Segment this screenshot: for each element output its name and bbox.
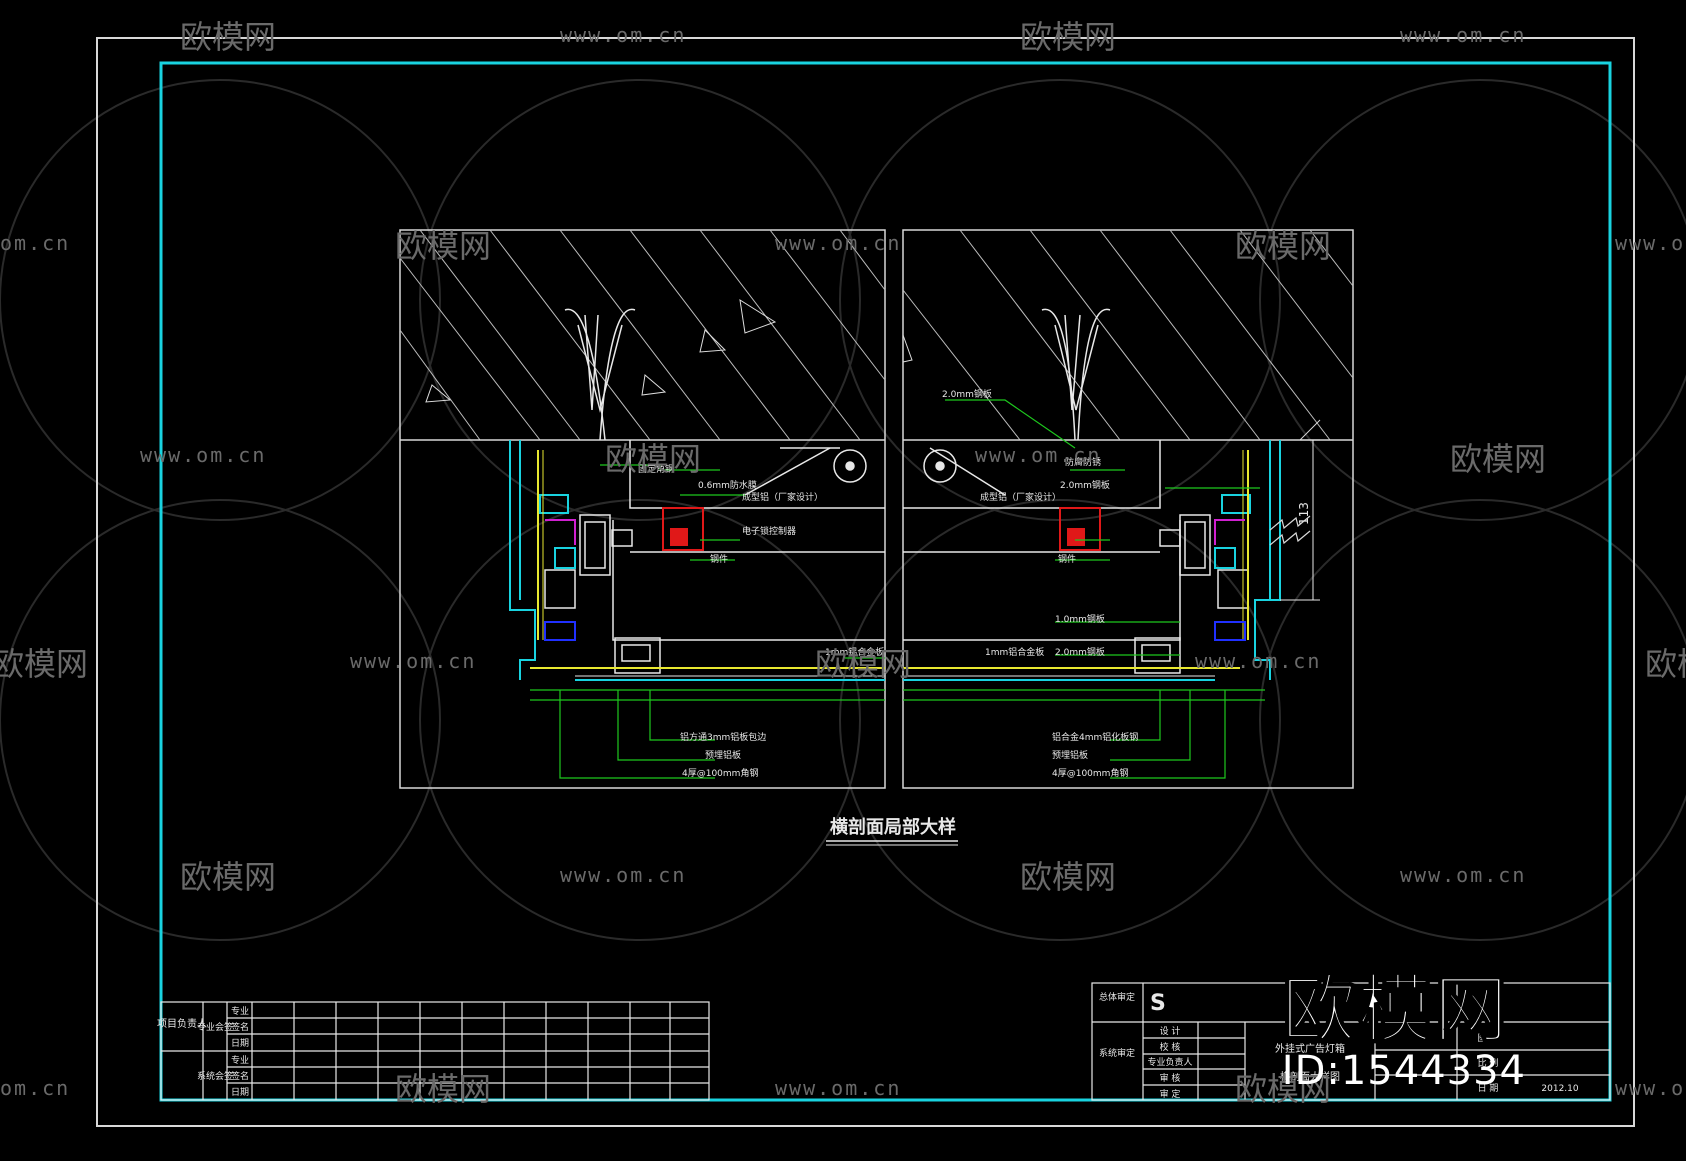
right-label-1: 2.0mm钢板 — [942, 388, 992, 400]
tb-right-review2: 系统审定 — [1099, 1047, 1135, 1059]
right-label-10: 预埋铝板 — [1052, 749, 1088, 761]
left-label-6: 1mm铝合金板 — [825, 646, 884, 658]
watermark-brand: 欧模网 — [815, 645, 911, 683]
watermark-url: www.om.cn — [1400, 863, 1526, 887]
left-label-9: 4厚@100mm角钢 — [682, 767, 758, 779]
watermark-brand: 欧模网 — [1645, 645, 1686, 683]
right-label-8: 2.0mm钢板 — [1055, 646, 1105, 658]
left-label-3: 成型铝（厂家设计） — [742, 491, 823, 503]
tb-right-sheet-title: 横剖面大样图 — [1280, 1070, 1340, 1083]
tb-left-row2-item3: 日期 — [231, 1087, 249, 1098]
watermark-brand: 欧模网 — [1450, 440, 1546, 478]
left-detail: 固定角钢 0.6mm防水膜 成型铝（厂家设计） 电子锁控制器 钢件 1mm铝合金… — [399, 229, 886, 789]
watermark-layer: 欧模网 www.om.cn 欧模网 www.om.cn om.cn 欧模网 ww… — [0, 18, 1686, 1108]
left-label-4: 电子锁控制器 — [742, 525, 796, 537]
left-label-8: 预埋铝板 — [705, 749, 741, 761]
tb-right-role-2: 校 核 — [1160, 1041, 1181, 1053]
tb-left-row1-sub: 专业会签 — [197, 1021, 233, 1033]
tb-right-logo-icon: S — [1150, 991, 1166, 1016]
right-label-3: 2.0mm钢板 — [1060, 479, 1110, 491]
watermark-url: www.om.cn — [350, 649, 476, 673]
big-watermark-id: ID:1544334 — [1281, 1048, 1526, 1094]
right-label-11: 4厚@100mm角钢 — [1052, 767, 1128, 779]
tb-left-row1-item1: 专业 — [231, 1005, 249, 1017]
watermark-brand: 欧模网 — [395, 1070, 491, 1108]
watermark-brand: 欧模网 — [1020, 18, 1116, 56]
left-detail-frame — [399, 229, 886, 789]
right-detail: 113 2.0mm钢板 防腐防锈 2.0mm钢板 成型铝（厂家设计） 钢件 1.… — [902, 229, 1354, 789]
tb-left-project-lead: 项目负责人 — [157, 1017, 207, 1030]
watermark-url: om.cn — [0, 231, 70, 255]
watermark-url: www.om.cn — [775, 231, 901, 255]
watermark-brand: 欧模网 — [1235, 227, 1331, 265]
watermark-url: www.om.cn — [775, 1076, 901, 1100]
title-block-right — [1091, 982, 1611, 1101]
left-label-2: 0.6mm防水膜 — [698, 479, 757, 491]
right-label-4: 成型铝（厂家设计） — [980, 491, 1061, 503]
watermark-brand: 欧模网 — [180, 858, 276, 896]
watermark-brand: 欧模网 — [605, 440, 701, 478]
big-watermark-brand: 欧模网 — [1281, 967, 1510, 1053]
right-label-2: 防腐防锈 — [1065, 456, 1101, 468]
tb-right-role-5: 审 定 — [1160, 1088, 1181, 1100]
tb-right-field-1: 图 号 — [1478, 1033, 1499, 1044]
left-label-5: 钢件 — [710, 553, 728, 565]
right-red-controller — [1059, 507, 1101, 551]
tb-right-project: 外挂式广告灯箱 — [1275, 1042, 1345, 1055]
watermark-brand: 欧模网 — [395, 227, 491, 265]
left-red-controller — [662, 507, 704, 551]
tb-right-date-value: 2012.10 — [1541, 1084, 1578, 1094]
right-label-6: 1.0mm钢板 — [1055, 613, 1105, 625]
watermark-url: www.om.cn — [140, 443, 266, 467]
left-label-7: 铝方通3mm铝板包边 — [680, 731, 766, 743]
dimension-label: 113 — [1297, 502, 1311, 525]
watermark-arcs — [0, 79, 1686, 941]
watermark-url: www.om.cn — [1400, 23, 1526, 47]
tb-right-review1: 总体审定 — [1099, 991, 1135, 1003]
watermark-brand: 欧模网 — [1020, 858, 1116, 896]
right-detail-frame — [902, 229, 1354, 789]
watermark-url: om.cn — [0, 1076, 70, 1100]
watermark-url: www.om.cn — [560, 863, 686, 887]
tb-left-row2-sub: 系统会签 — [197, 1070, 233, 1082]
watermark-brand: 欧模网 — [1235, 1070, 1331, 1108]
watermark-brand: 欧模网 — [0, 645, 88, 683]
watermark-url: www.om.cn — [1615, 1076, 1686, 1100]
tb-left-row1-item2: 签名 — [231, 1021, 249, 1033]
drawing-caption: 横剖面局部大样 — [830, 816, 956, 838]
tb-right-role-3: 专业负责人 — [1147, 1056, 1192, 1068]
tb-left-row2-item2: 签名 — [231, 1070, 249, 1082]
right-label-5: 钢件 — [1058, 553, 1076, 565]
watermark-url: www.om.cn — [1615, 231, 1686, 255]
right-label-7: 1mm铝合金板 — [985, 646, 1044, 658]
title-block-left — [160, 1001, 710, 1101]
outer-border — [96, 37, 1635, 1127]
watermark-brand: 欧模网 — [180, 18, 276, 56]
tb-right-role-4: 审 核 — [1160, 1072, 1181, 1084]
tb-right-role-1: 设 计 — [1160, 1025, 1181, 1037]
watermark-url: www.om.cn — [975, 443, 1101, 467]
big-watermark: 欧模网 ID:1544334 — [1281, 967, 1526, 1095]
watermark-url: www.om.cn — [1195, 649, 1321, 673]
watermark-url: www.om.cn — [560, 23, 686, 47]
tb-left-row2-item1: 专业 — [231, 1054, 249, 1066]
inner-border — [159, 61, 1612, 1102]
tb-right-field-3: 日 期 — [1478, 1083, 1499, 1094]
tb-right-field-2: 比 例 — [1478, 1057, 1499, 1069]
tb-left-row1-item3: 日期 — [231, 1038, 249, 1049]
right-label-9: 铝合金4mm铝化板钢 — [1052, 731, 1138, 743]
left-label-1: 固定角钢 — [638, 463, 674, 475]
